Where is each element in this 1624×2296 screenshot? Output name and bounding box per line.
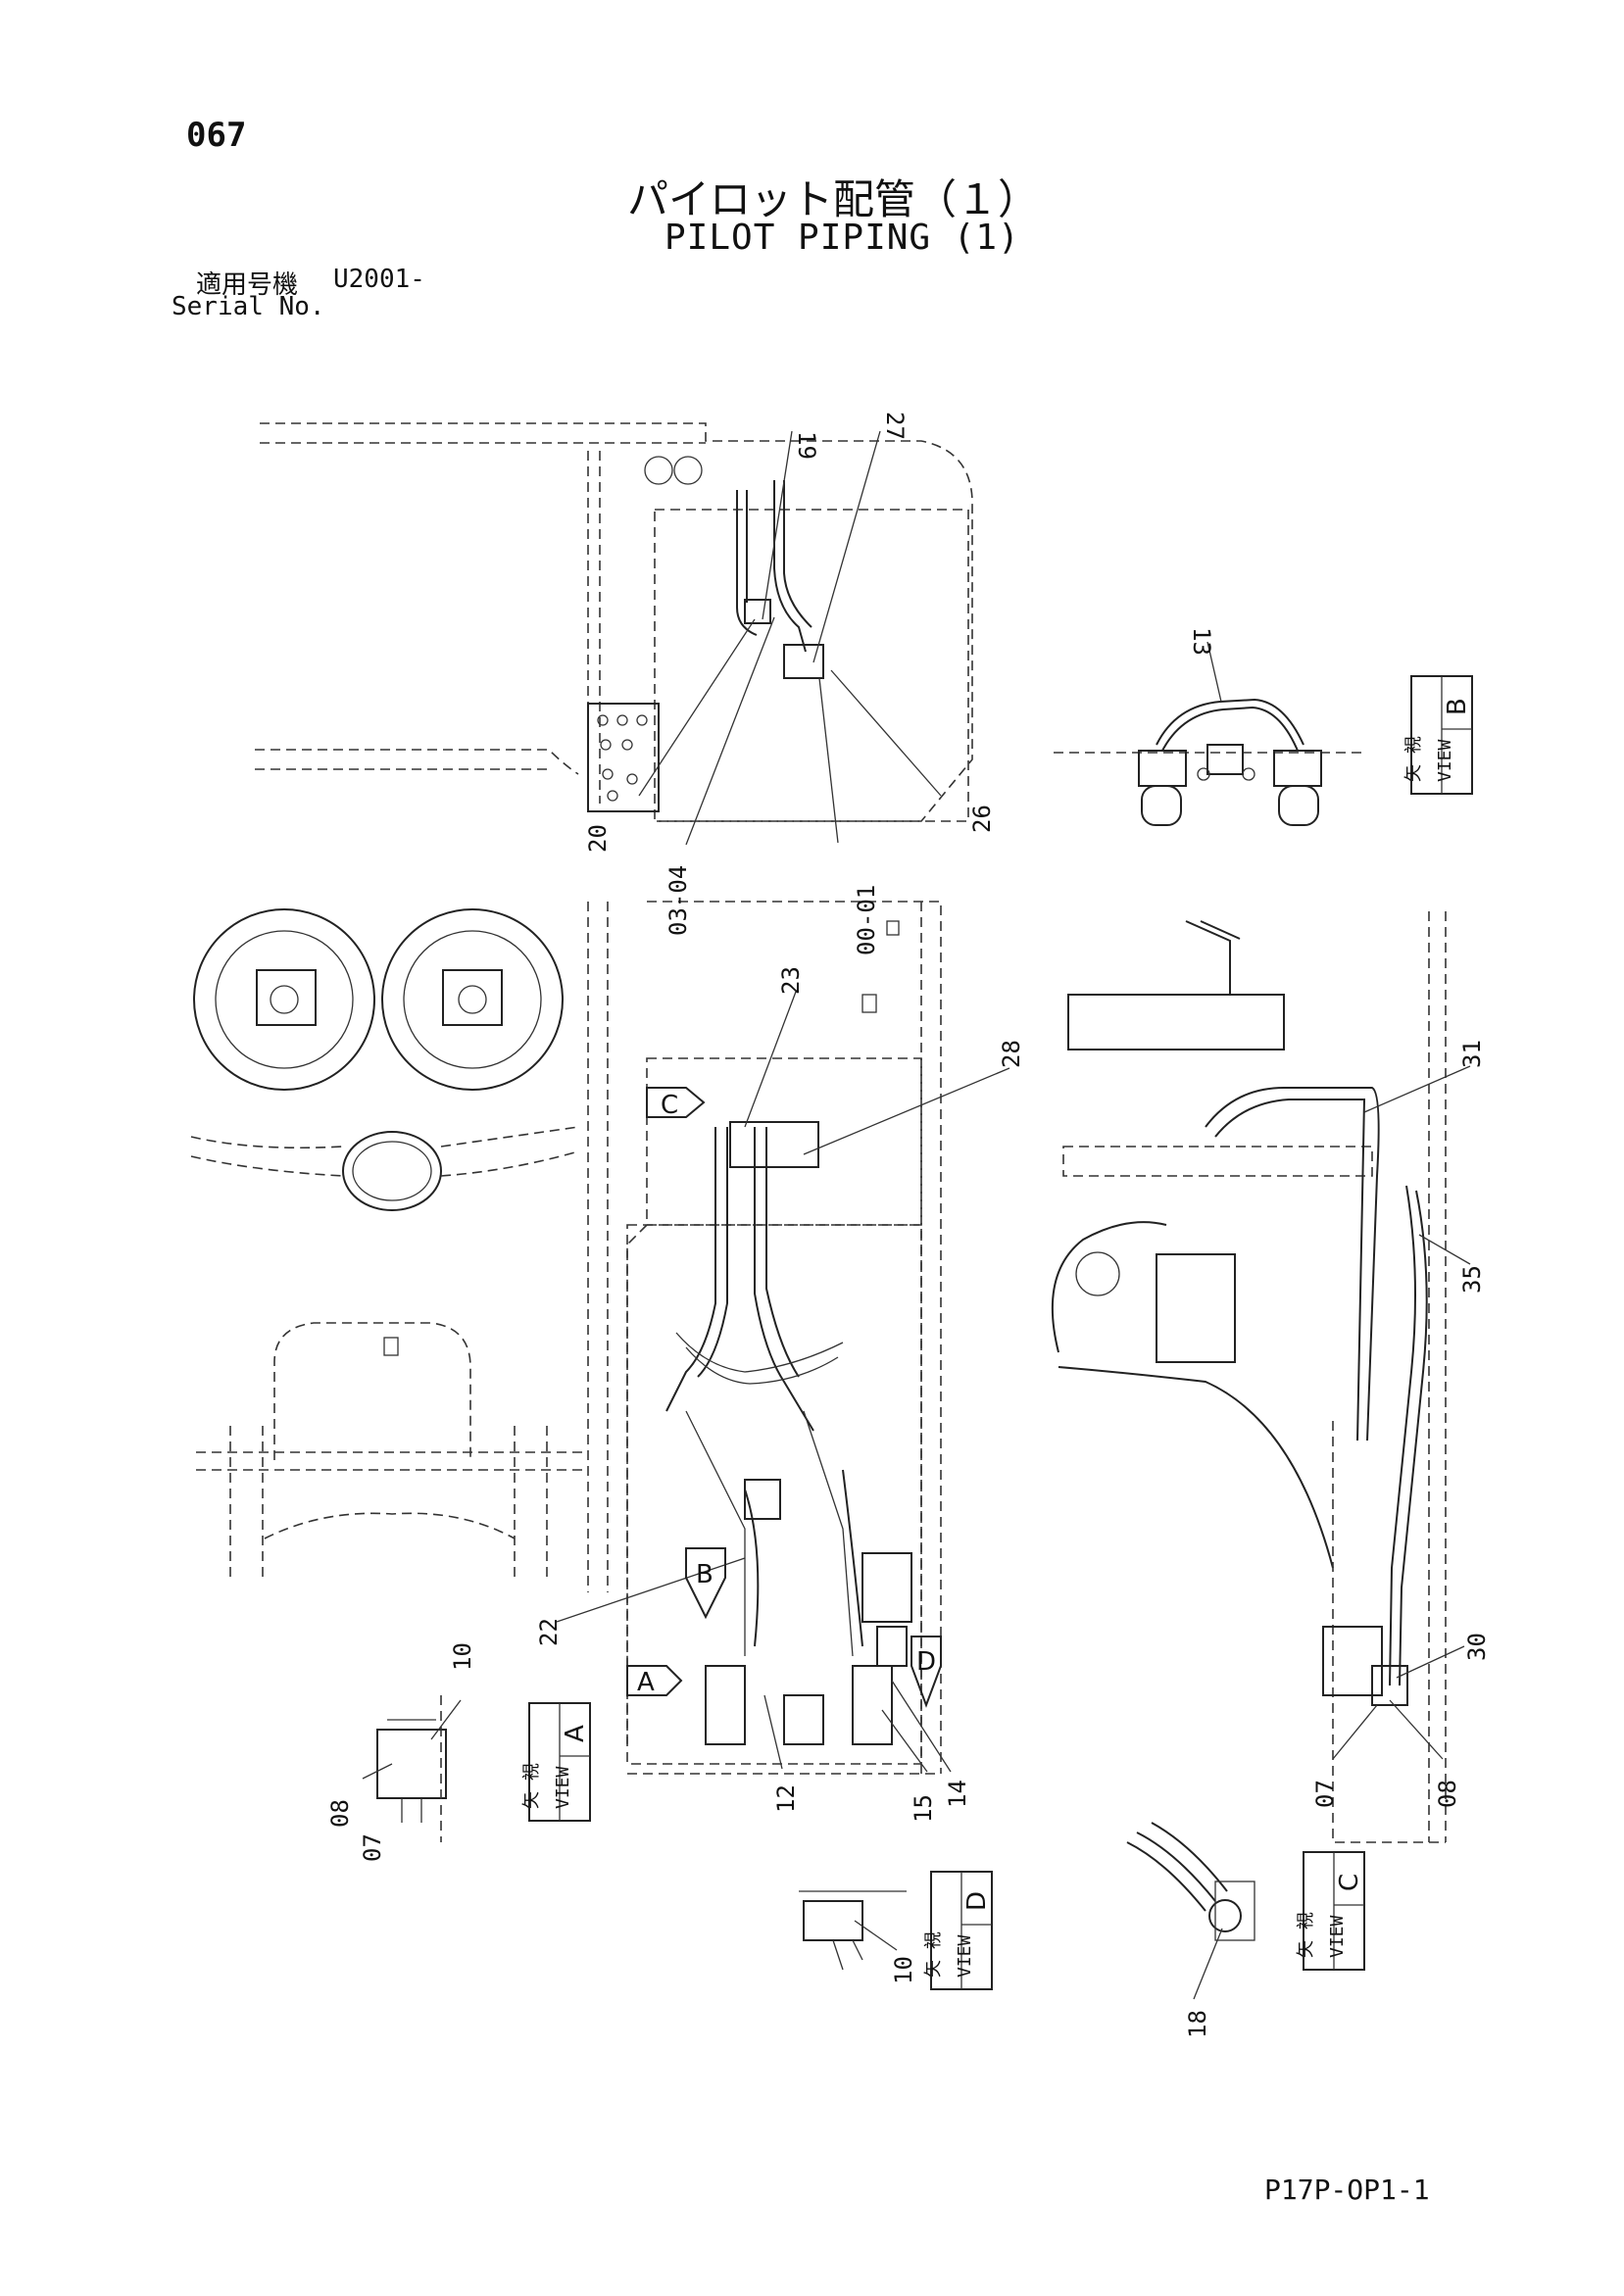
callout-07-a: 07 (359, 1833, 386, 1862)
pilot-valve-block-right (861, 1552, 912, 1667)
callout-23: 23 (777, 966, 805, 995)
callout-08-a: 08 (326, 1799, 354, 1828)
callout-00-01: 00-01 (853, 885, 880, 955)
page-code: P17P-OP1-1 (1264, 2174, 1430, 2206)
callout-30: 30 (1463, 1633, 1491, 1661)
svg-text:D: D (962, 1891, 992, 1911)
view-box-a: 矢 視 VIEW A (521, 1702, 591, 1822)
arrow-marker-a: A (626, 1665, 683, 1697)
upper-pilot-hoses (736, 480, 824, 679)
callout-22: 22 (535, 1618, 563, 1646)
callout-28: 28 (998, 1040, 1025, 1068)
callout-03-04: 03-04 (664, 865, 692, 936)
view-b-detail (1054, 641, 1367, 826)
upper-leader-lines (638, 430, 942, 846)
svg-text:矢 視: 矢 視 (923, 1931, 944, 1978)
arrow-marker-b: B (685, 1547, 726, 1620)
callout-31: 31 (1458, 1040, 1486, 1068)
main-leader-lines (556, 991, 1010, 1773)
title-english: PILOT PIPING (1) (664, 218, 1020, 258)
arrow-marker-d: D (910, 1636, 942, 1708)
right-pilot-hoses (1156, 1087, 1428, 1706)
callout-13: 13 (1188, 627, 1215, 656)
callout-26: 26 (968, 805, 996, 833)
pilot-control-valves-bottom (705, 1665, 893, 1745)
svg-text:VIEW: VIEW (1327, 1915, 1348, 1958)
view-a-detail (362, 1695, 462, 1842)
callout-numbers: 19 27 13 20 03-04 00-01 26 23 28 31 35 2… (326, 412, 1491, 2038)
svg-text:C: C (1335, 1874, 1364, 1891)
view-box-d: 矢 視 VIEW D (923, 1871, 993, 1990)
view-box-b: 矢 視 VIEW B (1403, 675, 1473, 795)
svg-text:矢 視: 矢 視 (521, 1763, 542, 1809)
right-frame (1051, 911, 1447, 1843)
swing-circle-pipe (190, 1126, 579, 1211)
callout-27: 27 (881, 412, 909, 440)
view-d-detail (799, 1890, 907, 1971)
callout-15: 15 (910, 1794, 937, 1823)
main-pilot-hose-bundle (665, 1121, 863, 1657)
callout-35: 35 (1458, 1265, 1486, 1294)
arrow-markers: C B A D (626, 1087, 942, 1708)
callout-14: 14 (944, 1780, 971, 1808)
travel-motors (193, 908, 564, 1091)
serial-label-english: Serial No. (172, 292, 325, 321)
svg-text:VIEW: VIEW (955, 1934, 975, 1978)
svg-text:C: C (661, 1091, 678, 1120)
upper-frame (255, 422, 973, 822)
callout-19: 19 (793, 431, 820, 460)
svg-text:B: B (696, 1560, 714, 1589)
serial-value: U2001- (333, 265, 425, 294)
svg-text:B: B (1443, 698, 1472, 715)
title-japanese: パイロット配管（１） (627, 175, 1040, 223)
callout-20: 20 (584, 824, 612, 853)
arrow-marker-c: C (646, 1087, 706, 1120)
svg-text:A: A (637, 1668, 655, 1697)
callout-07-right: 07 (1311, 1780, 1339, 1808)
svg-text:VIEW: VIEW (1435, 739, 1455, 782)
control-valve-block (587, 703, 660, 812)
svg-text:矢 視: 矢 視 (1403, 736, 1424, 782)
view-box-c: 矢 視 VIEW C (1296, 1851, 1365, 1971)
svg-text:A: A (561, 1725, 590, 1742)
serial-label-japanese: 適用号機 (196, 270, 299, 300)
page-number: 067 (186, 116, 247, 155)
svg-text:矢 視: 矢 視 (1296, 1912, 1316, 1958)
lower-undercarriage (196, 1322, 588, 1578)
callout-08-right: 08 (1434, 1780, 1461, 1808)
view-c-detail (1126, 1822, 1255, 2000)
svg-text:VIEW: VIEW (553, 1766, 573, 1809)
svg-text:D: D (916, 1647, 936, 1677)
callout-12: 12 (772, 1784, 800, 1813)
callout-10-d: 10 (890, 1956, 917, 1984)
callout-18: 18 (1184, 2010, 1211, 2038)
callout-10-a: 10 (449, 1642, 476, 1671)
right-leader-lines (1332, 1065, 1471, 1760)
